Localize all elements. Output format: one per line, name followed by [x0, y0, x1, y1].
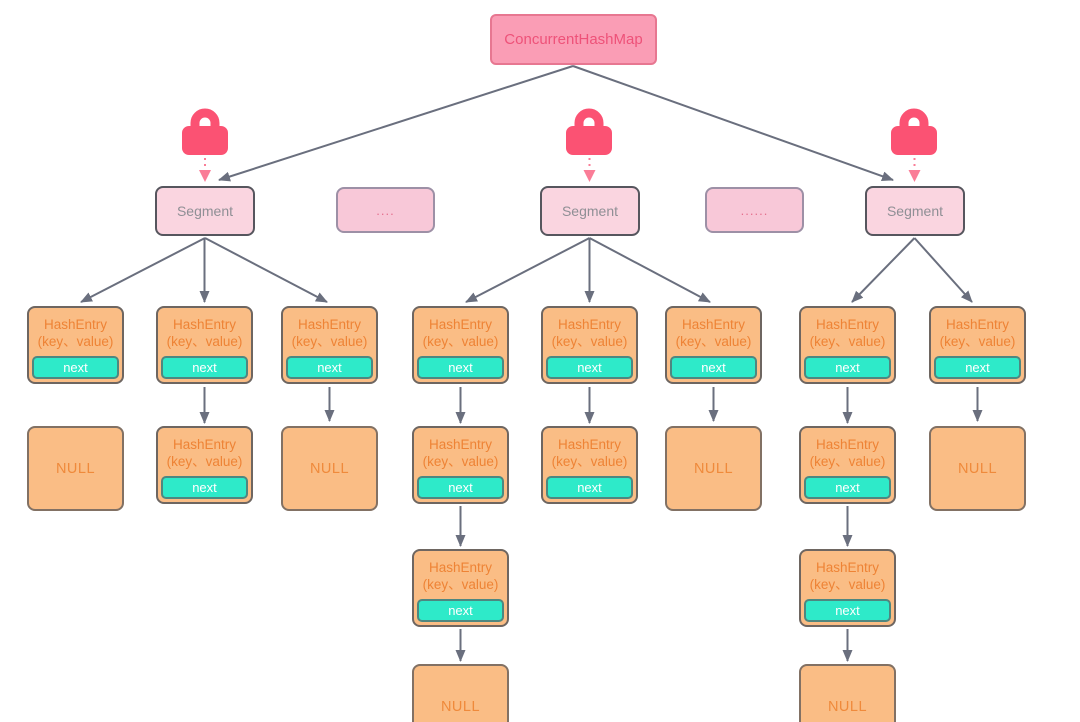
- hash-entry-subtitle: (key、value): [166, 334, 243, 349]
- hash-entry-subtitle: (key、value): [422, 577, 499, 592]
- lock-arrowhead: [583, 170, 596, 182]
- hash-entry-node: HashEntry (key、value) next: [799, 549, 896, 627]
- hash-entry-subtitle: (key、value): [809, 454, 886, 469]
- edge-seg3-c7: [851, 237, 916, 303]
- null-node: NULL: [665, 426, 762, 511]
- root-node-concurrenthashmap: ConcurrentHashMap: [490, 14, 657, 65]
- hash-entry-node: HashEntry (key、value) next: [541, 306, 638, 384]
- hash-entry-node: HashEntry (key、value) next: [665, 306, 762, 384]
- hash-entry-subtitle: (key、value): [551, 334, 628, 349]
- edge-root-segment1: [218, 65, 574, 182]
- hash-entry-title: HashEntry: [681, 317, 746, 332]
- hash-entry-subtitle: (key、value): [809, 334, 886, 349]
- null-node: NULL: [281, 426, 378, 511]
- hash-entry-title: HashEntry: [172, 437, 237, 452]
- hash-entry-title: HashEntry: [428, 437, 493, 452]
- hash-entry-title: HashEntry: [945, 317, 1010, 332]
- next-pointer: next: [670, 356, 757, 379]
- next-pointer: next: [804, 476, 891, 499]
- ellipsis-node-2: ......: [705, 187, 804, 233]
- lock-icon: [891, 108, 937, 155]
- hash-entry-node: HashEntry (key、value) next: [281, 306, 378, 384]
- hash-entry-title: HashEntry: [815, 437, 880, 452]
- null-node: NULL: [929, 426, 1026, 511]
- hash-entry-title: HashEntry: [297, 317, 362, 332]
- hash-entry-node: HashEntry (key、value) next: [412, 426, 509, 504]
- edge-seg3-c8: [913, 237, 973, 303]
- hash-entry-title: HashEntry: [428, 317, 493, 332]
- hash-entry-node: HashEntry (key、value) next: [412, 549, 509, 627]
- next-pointer: next: [546, 356, 633, 379]
- hash-entry-subtitle: (key、value): [551, 454, 628, 469]
- next-pointer: next: [286, 356, 373, 379]
- next-pointer: next: [161, 356, 248, 379]
- edge-seg1-c1: [80, 237, 206, 303]
- segment-node-2: Segment: [540, 186, 640, 236]
- hash-entry-node: HashEntry (key、value) next: [929, 306, 1026, 384]
- hash-entry-subtitle: (key、value): [166, 454, 243, 469]
- hash-entry-subtitle: (key、value): [422, 454, 499, 469]
- hash-entry-subtitle: (key、value): [809, 577, 886, 592]
- hash-entry-title: HashEntry: [172, 317, 237, 332]
- hash-entry-title: HashEntry: [815, 560, 880, 575]
- next-pointer: next: [32, 356, 119, 379]
- segment-node-1: Segment: [155, 186, 255, 236]
- hash-entry-node: HashEntry (key、value) next: [541, 426, 638, 504]
- next-pointer: next: [546, 476, 633, 499]
- next-pointer: next: [417, 356, 504, 379]
- hash-entry-subtitle: (key、value): [37, 334, 114, 349]
- edge-seg2-c6: [589, 237, 711, 303]
- hash-entry-node: HashEntry (key、value) next: [27, 306, 124, 384]
- null-node: NULL: [27, 426, 124, 511]
- hash-entry-subtitle: (key、value): [675, 334, 752, 349]
- next-pointer: next: [804, 599, 891, 622]
- hash-entry-title: HashEntry: [557, 437, 622, 452]
- hash-entry-subtitle: (key、value): [939, 334, 1016, 349]
- hash-entry-node: HashEntry (key、value) next: [799, 426, 896, 504]
- hash-entry-node: HashEntry (key、value) next: [799, 306, 896, 384]
- hash-entry-node: HashEntry (key、value) next: [156, 306, 253, 384]
- next-pointer: next: [417, 476, 504, 499]
- next-pointer: next: [161, 476, 248, 499]
- hash-entry-title: HashEntry: [557, 317, 622, 332]
- edge-seg1-c3: [204, 237, 328, 303]
- next-pointer: next: [804, 356, 891, 379]
- hash-entry-node: HashEntry (key、value) next: [156, 426, 253, 504]
- next-pointer: next: [417, 599, 504, 622]
- null-node: NULL: [799, 664, 896, 722]
- hash-entry-node: HashEntry (key、value) next: [412, 306, 509, 384]
- lock-arrows: [199, 158, 921, 182]
- next-pointer: next: [934, 356, 1021, 379]
- lock-icon: [566, 108, 612, 155]
- lock-arrowhead: [199, 170, 211, 182]
- hash-entry-subtitle: (key、value): [422, 334, 499, 349]
- ellipsis-node-1: ....: [336, 187, 435, 233]
- edge-seg2-c4: [465, 237, 590, 303]
- null-node: NULL: [412, 664, 509, 722]
- lock-icon: [182, 108, 228, 155]
- hash-entry-subtitle: (key、value): [291, 334, 368, 349]
- hash-entry-title: HashEntry: [815, 317, 880, 332]
- edge-root-segment3: [572, 65, 894, 182]
- lock-arrowhead: [908, 170, 921, 182]
- hash-entry-title: HashEntry: [428, 560, 493, 575]
- hash-entry-title: HashEntry: [43, 317, 108, 332]
- segment-node-3: Segment: [865, 186, 965, 236]
